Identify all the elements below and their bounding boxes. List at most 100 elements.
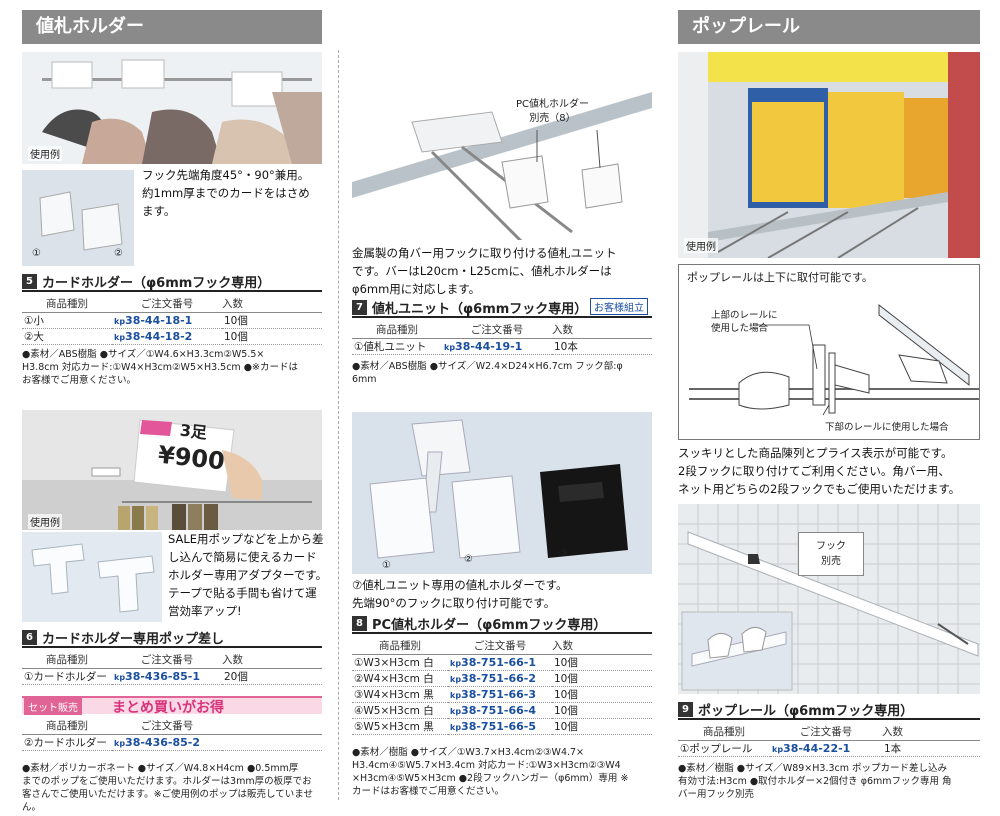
code-prefix: kp — [114, 738, 126, 748]
cell-kind: ①ポップレール — [678, 740, 770, 757]
col-header: 商品種別 — [22, 652, 112, 669]
col-header: ご注文番号 — [112, 718, 222, 735]
desc-line: テープで貼る手間も省けて運 — [168, 586, 317, 600]
col-header: 入数 — [882, 724, 980, 741]
table-row: ③W4×H3cm 黒 kp38-751-66-3 10個 — [352, 686, 652, 703]
col-header: ご注文番号 — [442, 322, 552, 339]
pc-holder-spec-table: 商品種別 ご注文番号 入数 ①W3×H3cm 白 kp38-751-66-1 1… — [352, 638, 652, 735]
table-row: ④W5×H3cm 白 kp38-751-66-4 10個 — [352, 702, 652, 719]
code-value: 38-751-66-1 — [461, 655, 536, 669]
pop-card-set-table: 商品種別 ご注文番号 ②カードホルダー kp38-436-85-2 — [22, 718, 322, 751]
table-row: ①ポップレール kp38-44-22-1 1本 — [678, 740, 980, 757]
col-header: 商品種別 — [352, 638, 448, 655]
section-title-pop-card: 6 カードホルダー専用ポップ差し — [22, 628, 322, 648]
col-header: ご注文番号 — [112, 296, 222, 313]
note-line: 客さんでご使用いただけます。※ご使用例のポップは販売していません。 — [22, 789, 313, 813]
pop-rail-spec-note: ●素材／樹脂 ●サイズ／W89×H3.3cm ポップカード差し込み 有効寸法:H… — [678, 762, 980, 801]
desc-line: 営効率アップ! — [168, 604, 242, 618]
set-sale-title: まとめ買いがお得 — [112, 700, 224, 716]
code-prefix: kp — [450, 706, 462, 716]
note-line: 6mm — [352, 374, 377, 385]
pop-adapter-product-photo — [22, 532, 162, 622]
callout-line: PC値札ホルダー — [516, 99, 590, 110]
table-row: ①W3×H3cm 白 kp38-751-66-1 10個 — [352, 654, 652, 671]
section-number: 8 — [352, 615, 367, 631]
cell-kind: ⑤W5×H3cm 黒 — [352, 718, 448, 735]
section-title-card-holder: 5 カードホルダー（φ6mmフック専用） — [22, 272, 322, 292]
note-line: ×H3cm④⑤W5×H3cm ●2段フックハンガー（φ6mm）専用 ※ — [352, 773, 629, 784]
desc-line: 約1mm厚までのカードをはさめ — [142, 186, 310, 200]
col-header: 入数 — [552, 638, 652, 655]
code-prefix: kp — [450, 722, 462, 732]
col-header: 入数 — [222, 652, 322, 669]
code-value: 38-751-66-5 — [461, 719, 536, 733]
cell-kind: ②大 — [22, 328, 112, 345]
table-row: ②カードホルダー kp38-436-85-2 — [22, 734, 322, 751]
card-holder-spec-table: 商品種別 ご注文番号 入数 ①小 kp38-44-18-1 10個 ②大 kp3… — [22, 296, 322, 345]
cell-code: kp38-751-66-3 — [448, 686, 552, 703]
cell-qty: 10個 — [552, 686, 652, 703]
cell-code: kp38-751-66-4 — [448, 702, 552, 719]
code-prefix: kp — [444, 342, 456, 352]
product-label-1: ① — [382, 560, 391, 571]
desc-line: 金属製の角バー用フックに取り付ける値札ユニット — [352, 246, 617, 260]
section-number: 9 — [678, 701, 693, 717]
cell-code: kp38-44-18-2 — [112, 328, 222, 345]
column-divider — [338, 50, 339, 800]
set-sale-label: セット販売 — [24, 698, 82, 715]
desc-line: 先端90°のフックに取り付け可能です。 — [352, 596, 556, 610]
cell-code: kp38-436-85-1 — [112, 668, 222, 685]
callout-line: フック — [816, 541, 846, 552]
product-label-2: ② — [114, 248, 123, 259]
diagram-label-line: 上部のレールに — [711, 310, 778, 321]
cell-code: kp38-751-66-5 — [448, 718, 552, 735]
section-title-text: 値札ユニット（φ6mmフック専用） — [372, 301, 588, 317]
cell-kind: ③W4×H3cm 黒 — [352, 686, 448, 703]
desc-line: ホルダー専用アダプターです。 — [168, 568, 328, 582]
cell-kind: ①カードホルダー — [22, 668, 112, 685]
section-title-price-unit: 7 値札ユニット（φ6mmフック専用） — [352, 298, 652, 318]
card-holder-spec-note: ●素材／ABS樹脂 ●サイズ／①W4.6×H3.3cm②W5.5× H3.8cm… — [22, 348, 322, 387]
product-label-1: ① — [32, 248, 41, 259]
section-title-pc-holder: 8 PC値札ホルダー（φ6mmフック専用） — [352, 614, 652, 634]
desc-line: SALE用ポップなどを上から差 — [168, 532, 324, 546]
note-line: までのポップをご使用いただけます。ホルダーは3mm厚の板厚でお — [22, 776, 312, 787]
note-line: 有効寸法:H3cm ●取付ホルダー×2個付き φ6mmフック専用 角 — [678, 776, 952, 787]
note-line: ●素材／ポリカーボネート ●サイズ／W4.8×H4cm ●0.5mm厚 — [22, 763, 299, 774]
pop-sign-usage-photo: 3足 ¥900 使用例 — [22, 410, 322, 530]
table-row: ①値札ユニット kp38-44-19-1 10本 — [352, 338, 652, 355]
section-banner-price-holder: 値札ホルダー — [22, 10, 322, 44]
cell-kind: ①小 — [22, 312, 112, 329]
diagram-upper-label: 上部のレールに 使用した場合 — [711, 309, 778, 335]
note-line: バー用フック別売 — [678, 789, 755, 800]
col-header: 商品種別 — [678, 724, 770, 741]
diagram-title: ポップレールは上下に取付可能です。 — [687, 271, 873, 284]
section-title-text: ポップレール（φ6mmフック専用） — [698, 703, 914, 719]
code-prefix: kp — [450, 674, 462, 684]
code-value: 38-44-19-1 — [455, 339, 523, 353]
code-value: 38-751-66-3 — [461, 687, 536, 701]
set-sale-bar: セット販売 まとめ買いがお得 — [22, 696, 322, 716]
note-line: ●素材／樹脂 ●サイズ／W89×H3.3cm ポップカード差し込み — [678, 763, 948, 774]
pop-rail-product-photo: フック 別売 — [678, 504, 980, 694]
note-line: ●素材／樹脂 ●サイズ／①W3.7×H3.4cm②③W4.7× — [352, 747, 585, 758]
cell-qty: 10個 — [552, 702, 652, 719]
code-value: 38-751-66-2 — [461, 671, 536, 685]
col-header: 商品種別 — [352, 322, 442, 339]
card-holder-product-photo: ① ② — [22, 170, 134, 266]
section-number: 5 — [22, 273, 37, 289]
cell-qty: 10個 — [552, 670, 652, 687]
note-line: ●素材／ABS樹脂 ●サイズ／W2.4×D24×H6.7cm フック部:φ — [352, 361, 623, 372]
card-holder-usage-photo: 使用例 — [22, 52, 322, 164]
section-number: 6 — [22, 629, 37, 645]
desc-line: スッキリとした商品陳列とプライス表示が可能です。 — [678, 446, 953, 460]
table-row: ①小 kp38-44-18-1 10個 — [22, 312, 322, 329]
col-header: 商品種別 — [22, 718, 112, 735]
code-prefix: kp — [772, 744, 784, 754]
price-unit-description: 金属製の角バー用フックに取り付ける値札ユニット です。バーはL20cm・L25c… — [352, 244, 652, 298]
section-banner-pop-rail: ポップレール — [678, 10, 980, 44]
desc-line: 2段フックに取り付けてご利用ください。角バー用、 — [678, 464, 950, 478]
pc-holder-spec-note: ●素材／樹脂 ●サイズ／①W3.7×H3.4cm②③W4.7× H3.4cm④⑤… — [352, 746, 652, 798]
callout-line: 別売（8） — [529, 113, 576, 124]
note-line: カードはお客様でご用意ください。 — [352, 786, 505, 797]
